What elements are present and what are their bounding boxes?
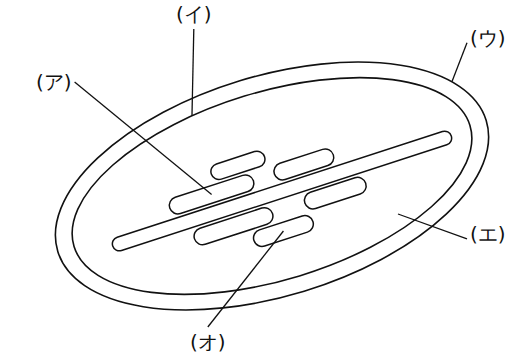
callout-label: (ウ)	[470, 26, 506, 50]
inner-membrane	[47, 36, 498, 337]
callout-label: (エ)	[470, 222, 506, 246]
leader-line	[452, 43, 467, 82]
granum	[302, 175, 368, 211]
callout-label: (イ)	[176, 2, 212, 26]
granum	[272, 147, 336, 182]
leader-line	[192, 29, 194, 116]
leader-line	[208, 231, 284, 327]
leader-line	[75, 82, 212, 194]
callout-label: (オ)	[190, 330, 226, 354]
stroma-lamella	[111, 129, 454, 252]
outer-membrane	[26, 15, 519, 356]
granum	[167, 173, 256, 216]
callout-label: (ア)	[36, 70, 72, 94]
leader-line	[398, 214, 467, 239]
